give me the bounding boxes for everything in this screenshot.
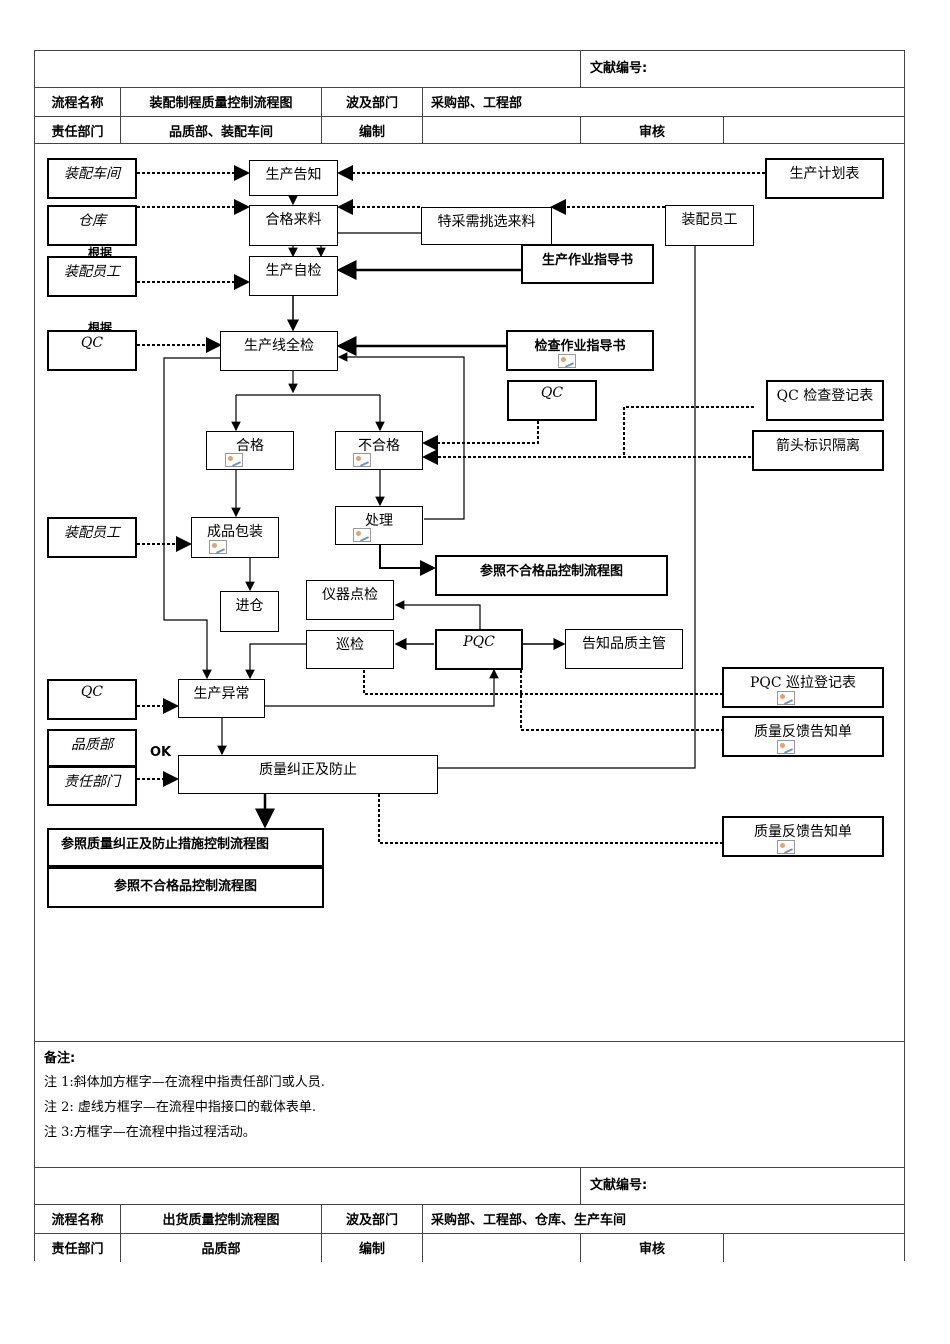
box-abnormal: 生产异常 <box>178 679 265 718</box>
compile-label: 编制 <box>322 116 423 144</box>
actor-assembler: 装配员工 <box>47 256 137 297</box>
process-name-label-2: 流程名称 <box>35 1204 121 1233</box>
doc-inspection-instruction: 检查作业指导书 <box>506 330 654 371</box>
doc-arrow-tag: 箭头标识隔离 <box>752 430 884 471</box>
image-placeholder-icon <box>353 528 371 542</box>
actor-assembly-workshop: 装配车间 <box>47 158 137 199</box>
image-placeholder-icon <box>225 453 243 467</box>
actor-qc-2: QC <box>507 380 597 421</box>
doc-feedback-2-label: 质量反馈告知单 <box>754 824 852 840</box>
header-table-2: 文献编号: 流程名称 出货质量控制流程图 波及部门 采购部、工程部、仓库、生产车… <box>34 1167 905 1262</box>
dept-label: 波及部门 <box>322 87 423 116</box>
doc-ref-nonconforming-2: 参照不合格品控制流程图 <box>47 867 324 908</box>
review-label: 审核 <box>581 116 724 144</box>
actor-qc: QC <box>47 330 137 371</box>
doc-qc-log: QC 检查登记表 <box>766 380 884 421</box>
compile-value <box>423 116 581 144</box>
notes-title: 备注: <box>44 1051 76 1066</box>
resp-value: 品质部、装配车间 <box>121 116 322 144</box>
image-placeholder-icon <box>353 453 371 467</box>
notes-divider <box>34 1041 905 1042</box>
doc-feedback-1-label: 质量反馈告知单 <box>754 724 852 740</box>
image-placeholder-icon <box>558 354 576 368</box>
box-instrument-check: 仪器点检 <box>306 580 394 620</box>
doc-number-label-2: 文献编号: <box>590 1178 648 1193</box>
dept-value: 采购部、工程部 <box>431 96 523 111</box>
process-name-value-2: 出货质量控制流程图 <box>121 1204 322 1233</box>
box-pass: 合格 <box>206 431 294 470</box>
image-placeholder-icon <box>777 840 795 854</box>
process-name-value: 装配制程质量控制流程图 <box>121 87 322 116</box>
resp-value-2: 品质部 <box>121 1233 322 1262</box>
box-pack: 成品包装 <box>191 517 279 558</box>
doc-pqc-log: PQC 巡拉登记表 <box>722 667 884 708</box>
doc-work-instruction: 生产作业指导书 <box>521 244 654 284</box>
doc-pqc-log-label: PQC 巡拉登记表 <box>749 675 857 691</box>
box-patrol: 巡检 <box>306 630 394 669</box>
process-name-label: 流程名称 <box>35 87 121 116</box>
box-pass-label: 合格 <box>236 438 264 454</box>
box-fail-label: 不合格 <box>358 438 400 454</box>
resp-label: 责任部门 <box>35 116 121 144</box>
actor-assembler-2: 装配员工 <box>47 517 137 558</box>
doc-feedback-2: 质量反馈告知单 <box>722 816 884 857</box>
actor-resp-dept: 责任部门 <box>47 766 137 806</box>
resp-label-2: 责任部门 <box>35 1233 121 1262</box>
box-special-material: 特采需挑选来料 <box>421 207 552 245</box>
box-storage: 进仓 <box>220 591 279 632</box>
doc-inspection-instruction-label: 检查作业指导书 <box>534 339 626 354</box>
image-placeholder-icon <box>777 691 795 705</box>
doc-feedback-1: 质量反馈告知单 <box>722 716 884 757</box>
compile-label-2: 编制 <box>322 1233 423 1262</box>
box-production-notice: 生产告知 <box>249 160 338 196</box>
box-notify-supervisor: 告知品质主管 <box>565 629 683 669</box>
doc-number-cell-2 <box>580 1168 581 1204</box>
box-qualified-material: 合格来料 <box>249 205 338 246</box>
dept-value-2: 采购部、工程部、仓库、生产车间 <box>431 1213 627 1228</box>
actor-assembler-3: 装配员工 <box>665 205 754 246</box>
doc-ref-nonconforming: 参照不合格品控制流程图 <box>435 555 668 596</box>
actor-qc-3: QC <box>47 679 137 720</box>
box-pack-label: 成品包装 <box>207 524 263 540</box>
doc-number-label: 文献编号: <box>590 61 648 76</box>
note-3: 注 3:方框字—在流程中指过程活动。 <box>44 1125 256 1140</box>
actor-quality-dept: 品质部 <box>47 729 137 767</box>
note-2: 注 2: 虚线方框字—在流程中指接口的载体表单. <box>44 1100 317 1115</box>
dept-label-2: 波及部门 <box>322 1204 423 1233</box>
review-label-2: 审核 <box>581 1233 724 1262</box>
box-handle-label: 处理 <box>365 513 393 529</box>
header-table-1: 文献编号: 流程名称 装配制程质量控制流程图 波及部门 采购部、工程部 责任部门… <box>34 50 905 144</box>
doc-production-plan: 生产计划表 <box>765 158 884 199</box>
box-line-inspection: 生产线全检 <box>220 331 338 371</box>
box-handle: 处理 <box>335 506 423 545</box>
actor-warehouse: 仓库 <box>47 205 137 246</box>
compile-value-2 <box>423 1233 581 1262</box>
image-placeholder-icon <box>209 540 227 554</box>
image-placeholder-icon <box>777 740 795 754</box>
note-1: 注 1:斜体加方框字—在流程中指责任部门或人员. <box>44 1075 325 1090</box>
box-correction: 质量纠正及防止 <box>178 755 438 794</box>
doc-number-cell <box>580 51 581 87</box>
box-fail: 不合格 <box>335 431 423 470</box>
doc-ref-correction: 参照质量纠正及防止措施控制流程图 <box>47 828 324 867</box>
box-pqc: PQC <box>435 629 523 670</box>
box-self-check: 生产自检 <box>249 256 338 296</box>
stray-ok: OK <box>150 745 172 760</box>
